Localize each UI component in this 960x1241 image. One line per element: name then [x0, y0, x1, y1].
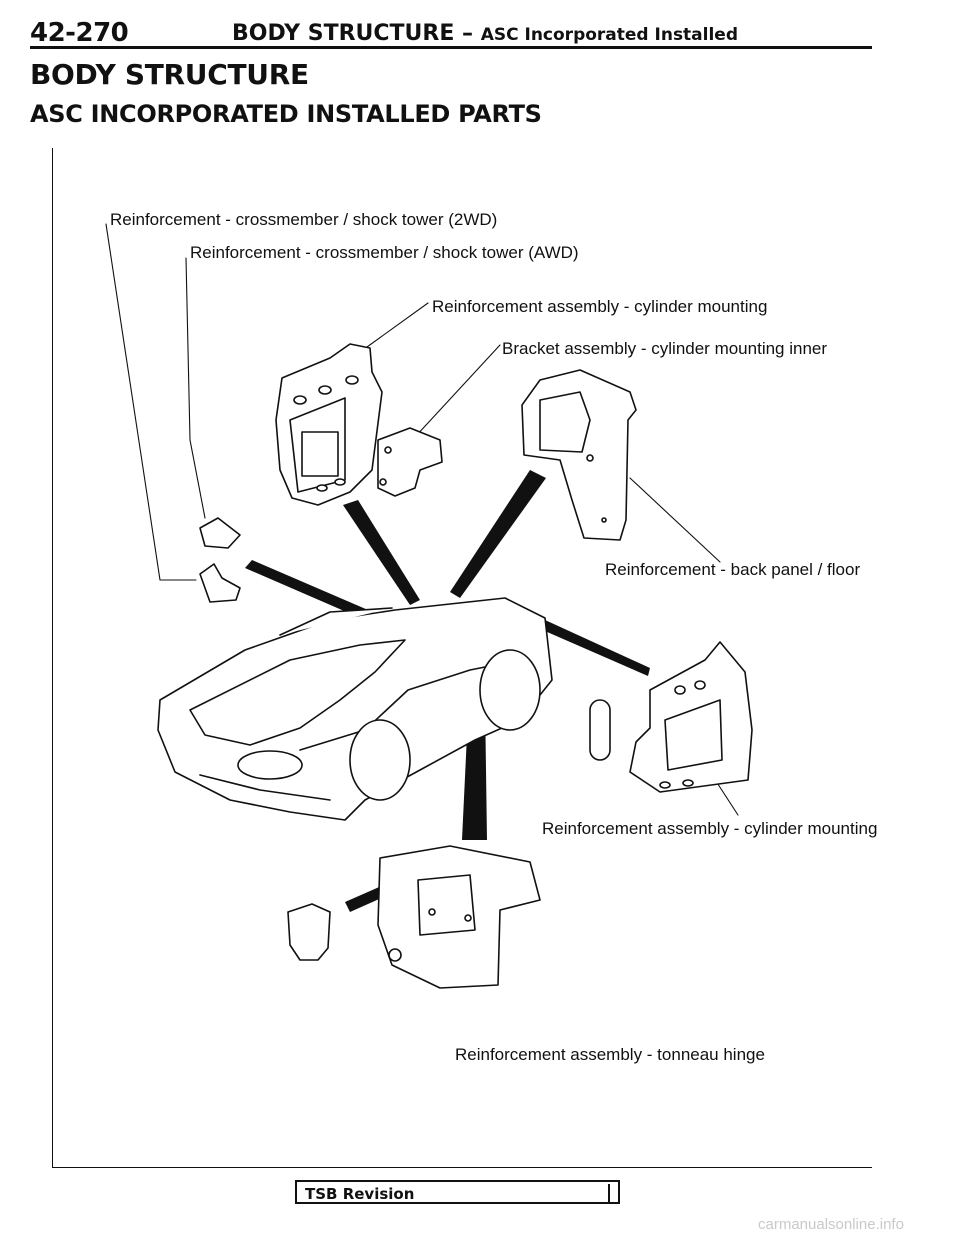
- label-cylinder-mounting-upper: Reinforcement assembly - cylinder mounti…: [432, 297, 768, 316]
- page-number: 42-270: [30, 18, 129, 48]
- leader-awd: [185, 257, 206, 519]
- label-reinforcement-2wd: Reinforcement - crossmember / shock towe…: [110, 210, 498, 229]
- leader-back-panel: [629, 477, 721, 563]
- back-panel-reinforcement: [521, 369, 637, 541]
- frame-bottom-border: [52, 1167, 872, 1168]
- section-separator: –: [454, 21, 481, 46]
- frame-left-border: [52, 148, 53, 1168]
- leader-2wd: [105, 223, 197, 581]
- bracket-small: [377, 427, 443, 497]
- label-reinforcement-awd: Reinforcement - crossmember / shock towe…: [190, 243, 579, 262]
- label-bracket-inner: Bracket assembly - cylinder mounting inn…: [502, 339, 828, 358]
- leader-cyl-upper: [359, 302, 429, 353]
- wedge-bracket: [450, 470, 546, 598]
- page-subtitle: ASC INCORPORATED INSTALLED PARTS: [30, 100, 542, 128]
- page-title: BODY STRUCTURE: [30, 58, 309, 91]
- section-header: BODY STRUCTURE – ASC Incorporated Instal…: [232, 21, 738, 46]
- tsb-revision-box: TSB Revision: [295, 1180, 620, 1204]
- wedge-back-panel: [538, 620, 650, 676]
- label-back-panel-floor: Reinforcement - back panel / floor: [605, 560, 861, 579]
- wedge-cyl-upper: [343, 500, 420, 605]
- small-crossmember-parts: [199, 517, 241, 603]
- section-name: BODY STRUCTURE: [232, 21, 455, 46]
- tonneau-hinge-reinforcement: [287, 845, 541, 989]
- shock-tower-reinforcement: [275, 343, 383, 506]
- leader-bracket: [414, 344, 501, 438]
- car-body: [157, 597, 553, 821]
- label-tonneau-hinge: Reinforcement assembly - tonneau hinge: [455, 1045, 765, 1064]
- label-cylinder-mounting-lower: Reinforcement assembly - cylinder mounti…: [542, 819, 878, 838]
- header-rule: [30, 46, 872, 49]
- section-subtitle: ASC Incorporated Installed: [480, 25, 739, 45]
- cylinder-mounting-reinforcement-lower: [589, 641, 753, 793]
- watermark: carmanualsonline.info: [758, 1216, 904, 1233]
